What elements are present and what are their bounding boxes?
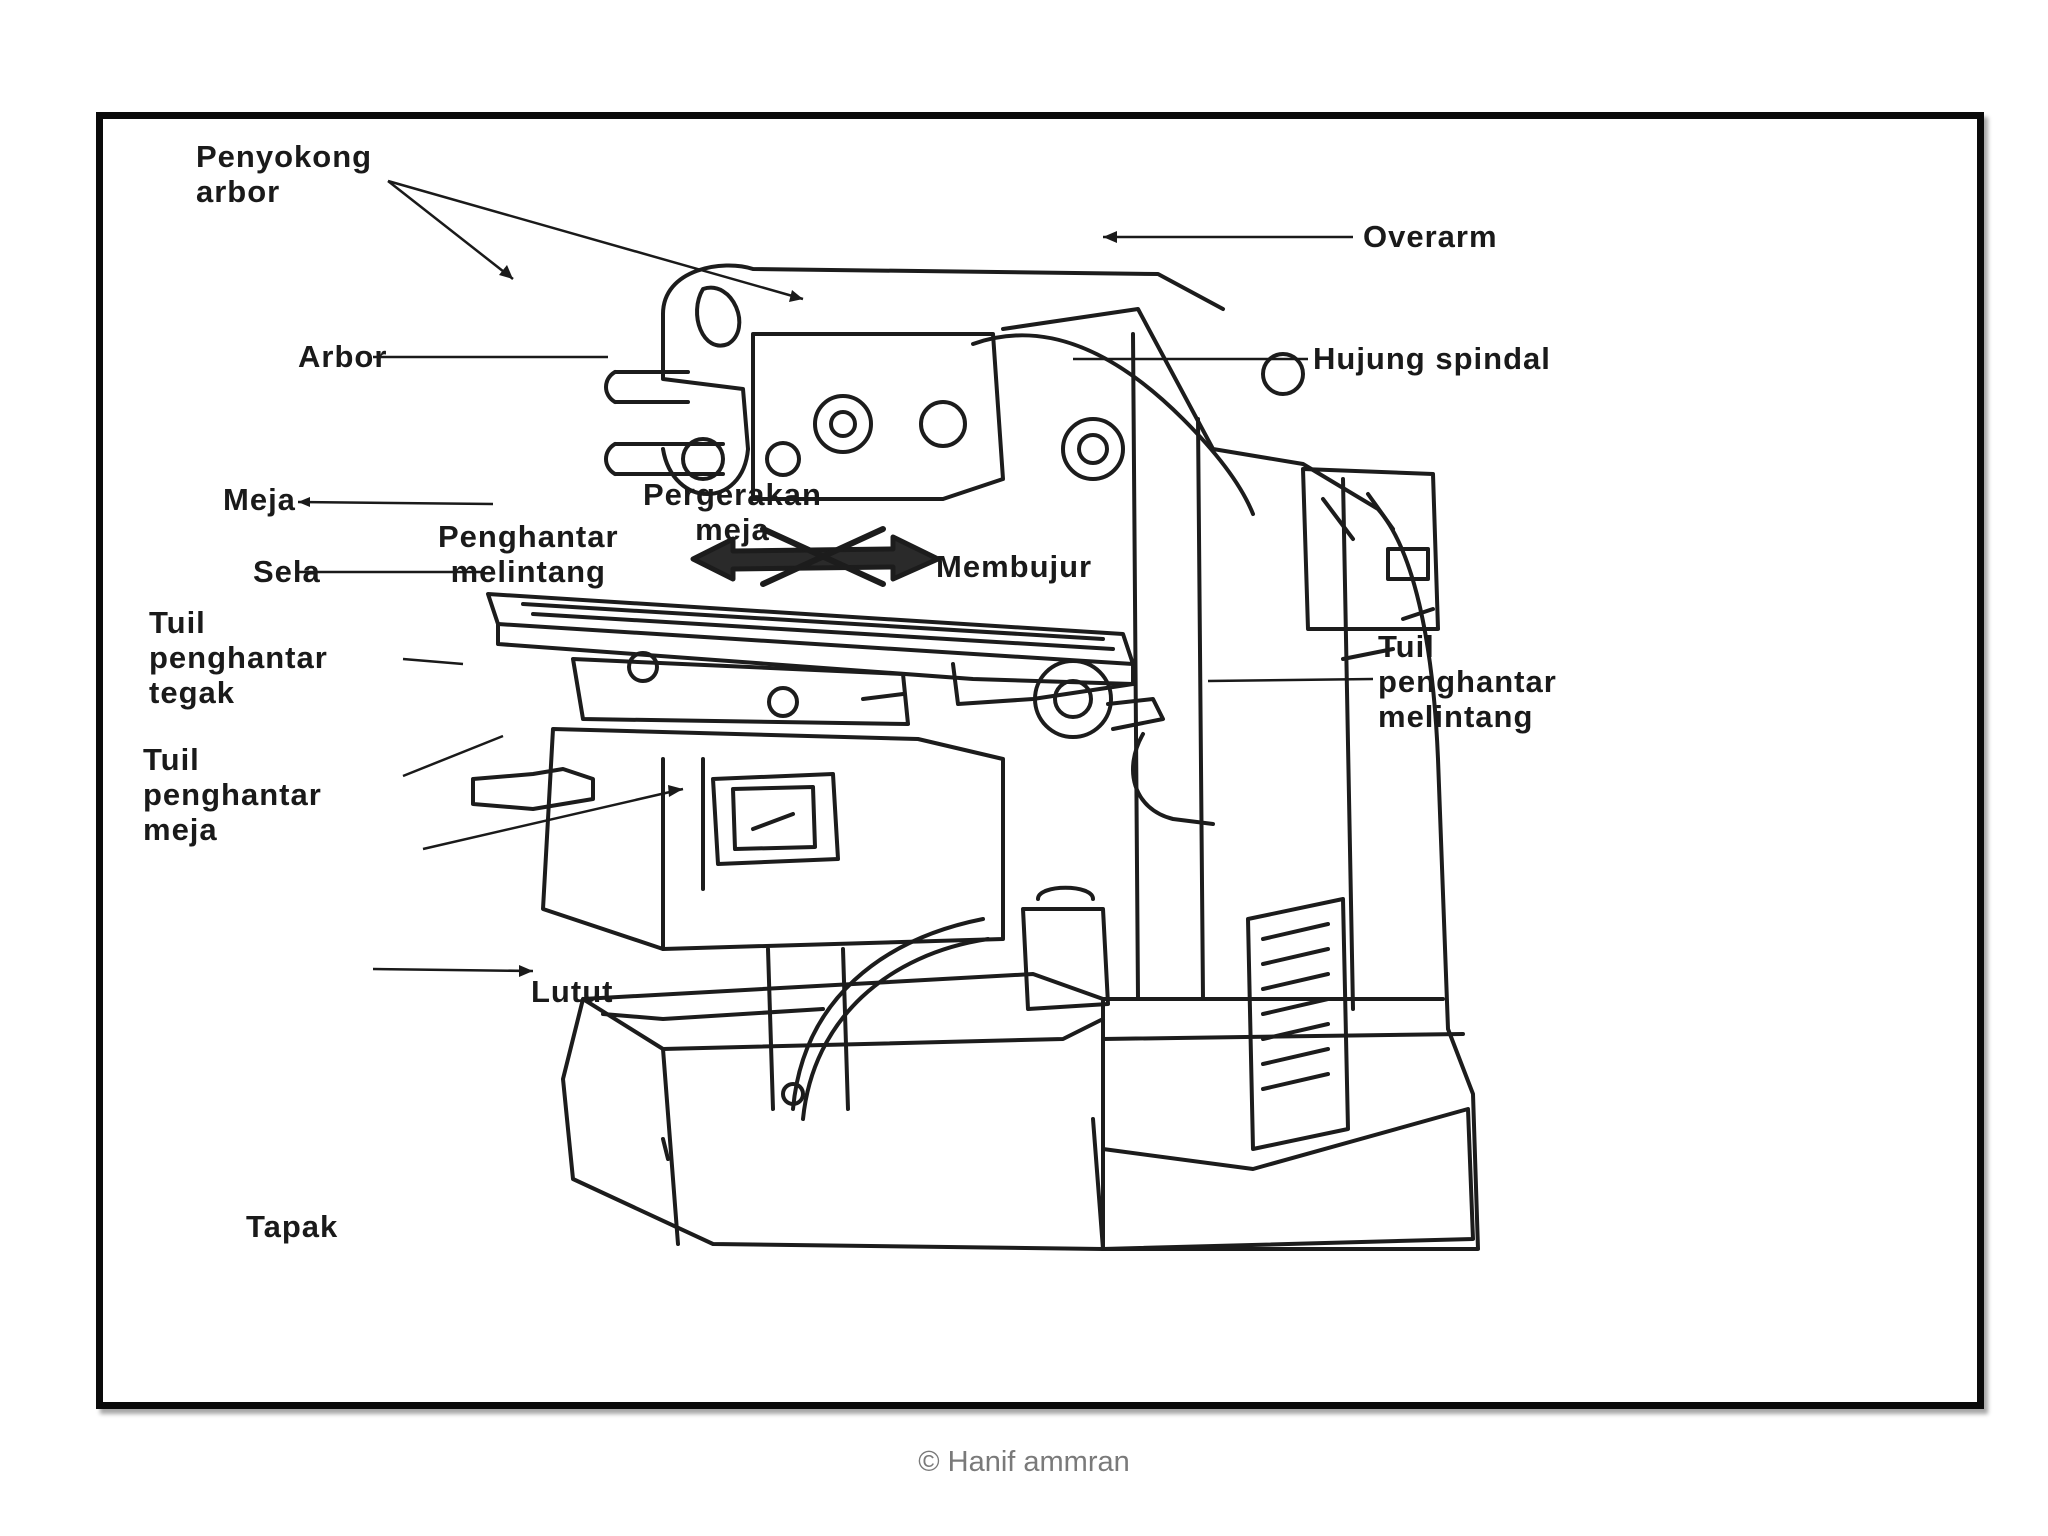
elevating-screw: [791, 885, 1110, 1121]
label-penghantar-melintang: Penghantar melintang: [438, 519, 619, 589]
image-credit: © Hanif ammran: [918, 1446, 1130, 1478]
arrow-heads: [298, 231, 1117, 977]
leader-penyokong-arbor-1: [387, 180, 514, 280]
knee-body: [471, 727, 1005, 1111]
leader-meja: [297, 500, 494, 506]
label-arbor: Arbor: [298, 339, 388, 374]
leader-tuil-penghantar-meja: [402, 734, 504, 778]
label-membujur: Membujur: [936, 549, 1093, 584]
table-body: [486, 592, 1215, 826]
leader-tuil-penghantar-melintang: [1207, 677, 1374, 683]
label-overarm: Overarm: [1363, 219, 1498, 254]
overarm-body: [661, 263, 1225, 496]
label-tapak: Tapak: [246, 1209, 339, 1244]
label-penyokong-arbor: Penyokong arbor: [196, 139, 373, 209]
diagram-frame: Penyokong arbor Arbor Overarm Hujung spi…: [96, 112, 1984, 1409]
base-body: [561, 972, 1475, 1251]
movement-arrows: [690, 526, 941, 587]
label-tuil-penghantar-tegak: Tuil penghantar tegak: [149, 605, 328, 710]
label-meja: Meja: [223, 482, 296, 517]
label-lutut: Lutut: [531, 974, 614, 1009]
leader-lutut: [422, 787, 684, 851]
label-tuil-penghantar-meja: Tuil penghantar meja: [143, 742, 322, 847]
control-panel: [1301, 467, 1440, 661]
leader-tuil-penghantar-tegak: [402, 657, 464, 666]
label-tuil-penghantar-melintang: Tuil penghantar melintang: [1378, 629, 1557, 734]
column-body: [1001, 307, 1480, 1251]
label-sela: Sela: [253, 554, 321, 589]
milling-machine-drawing: [297, 179, 1480, 1251]
leader-lines: [297, 179, 1374, 973]
leader-tapak: [372, 967, 534, 973]
arbor-assembly: [604, 332, 1305, 516]
label-pergerakan-meja: Pergerakan meja: [643, 477, 822, 547]
saddle-body: [571, 651, 910, 726]
leader-penyokong-arbor-2: [387, 179, 804, 301]
label-hujung-spindal: Hujung spindal: [1313, 341, 1551, 376]
